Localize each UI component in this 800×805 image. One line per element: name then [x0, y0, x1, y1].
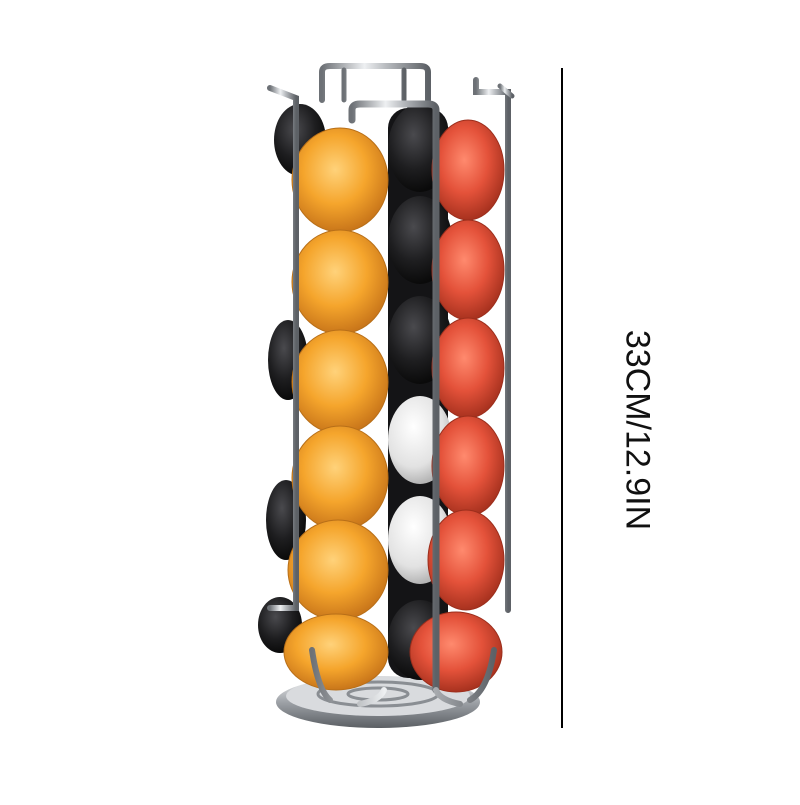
orange-capsule-column [283, 127, 389, 691]
height-dimension-label: 33CM/12.9IN [618, 329, 657, 531]
chrome-wire-frame [267, 63, 515, 707]
height-dimension-line [561, 68, 563, 728]
